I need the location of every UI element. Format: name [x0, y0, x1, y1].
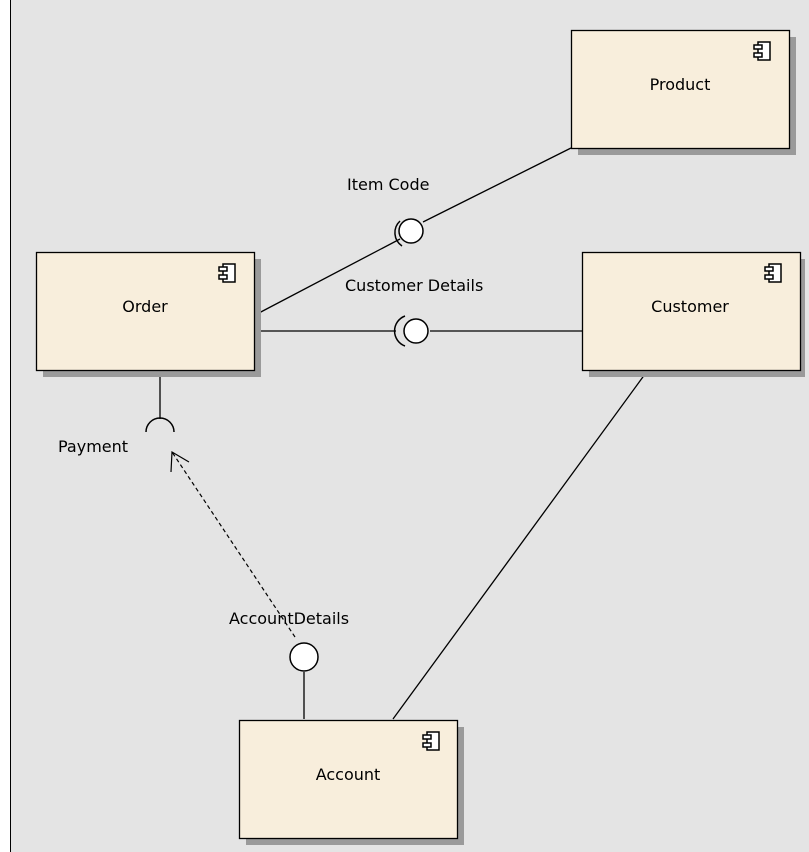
payment-label: Payment — [58, 437, 128, 456]
product-box — [570, 29, 791, 150]
interface-item-code: Item Code — [347, 175, 429, 247]
customer-name: Customer — [651, 297, 729, 316]
product-name: Product — [650, 75, 711, 94]
customer-details-ball — [403, 318, 429, 344]
interface-customer-details: Customer Details — [345, 276, 483, 347]
component-product[interactable]: Product — [570, 29, 797, 156]
item-code-label: Item Code — [347, 175, 429, 194]
customer-box — [581, 251, 802, 372]
component-order[interactable]: Order — [35, 251, 262, 378]
dependency-arrow — [170, 450, 296, 638]
order-name: Order — [122, 297, 168, 316]
interface-account-details: AccountDetails — [229, 609, 349, 672]
connectors — [159, 147, 649, 720]
customer-details-socket — [393, 315, 406, 347]
component-account[interactable]: Account — [238, 719, 465, 846]
connector-order-itemcode — [256, 238, 401, 315]
account-details-label: AccountDetails — [229, 609, 349, 628]
interface-payment: Payment — [58, 417, 175, 456]
item-code-ball — [398, 218, 424, 244]
payment-socket — [145, 417, 175, 433]
order-box — [35, 251, 256, 372]
customer-details-label: Customer Details — [345, 276, 483, 295]
component-customer[interactable]: Customer — [581, 251, 806, 378]
account-box — [238, 719, 459, 840]
account-details-ball — [289, 642, 319, 672]
connector-customer-account — [392, 369, 649, 720]
account-name: Account — [316, 765, 381, 784]
connector-product-itemcode — [422, 147, 572, 223]
item-code-socket — [394, 220, 403, 247]
